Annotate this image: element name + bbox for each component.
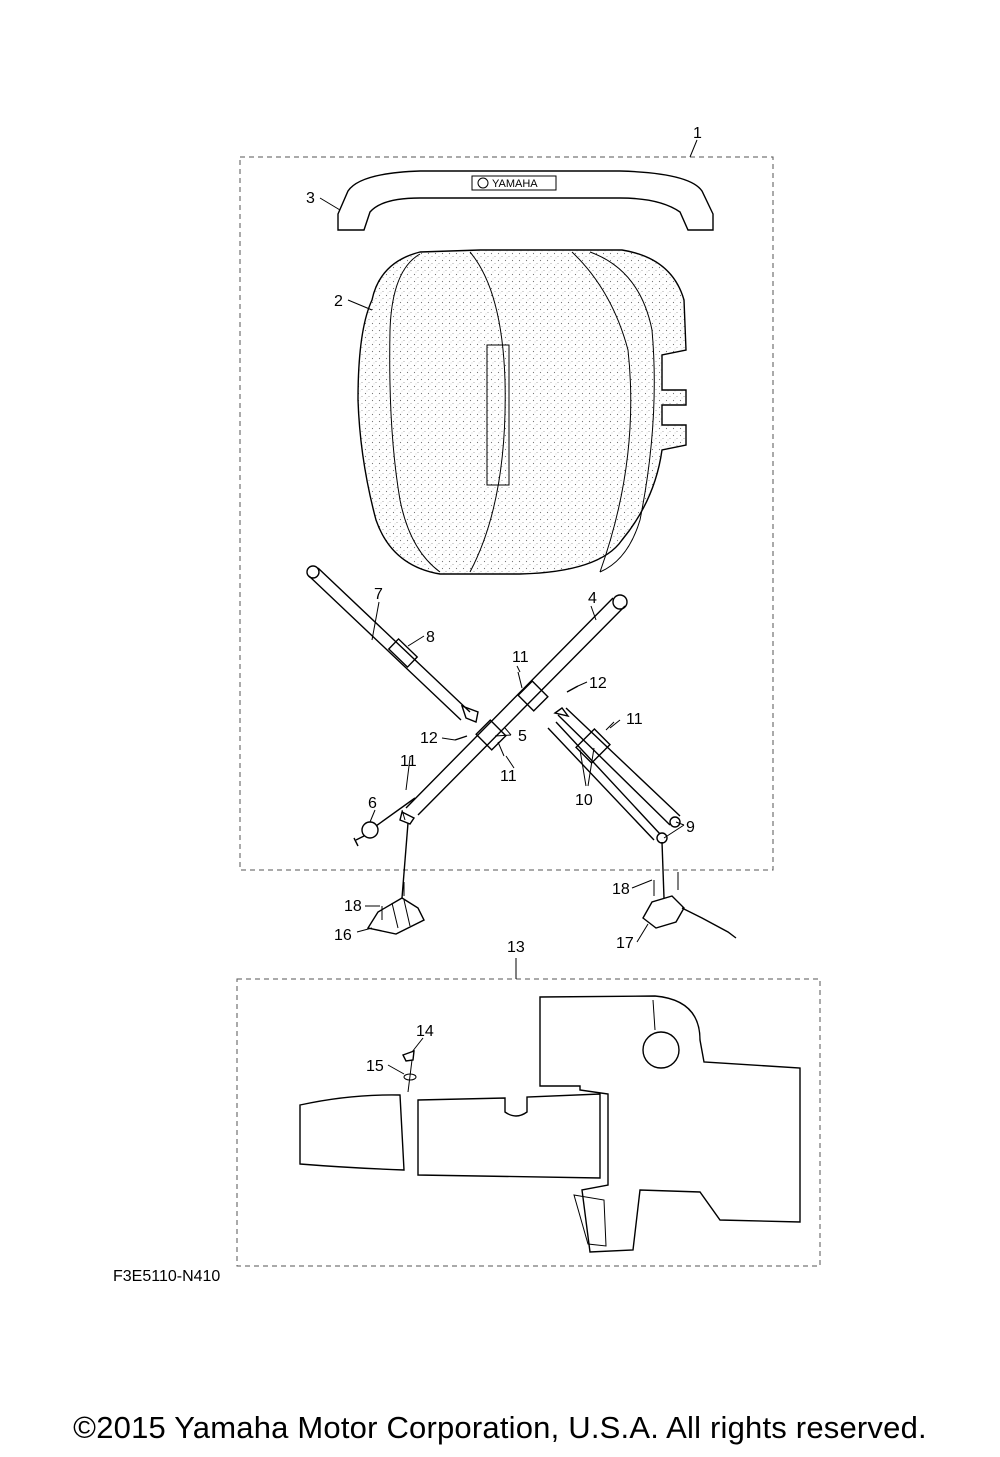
callout-1: 1 bbox=[693, 125, 702, 142]
callout-6: 6 bbox=[368, 795, 377, 812]
pole-band bbox=[387, 637, 419, 669]
callout-11-left: 11 bbox=[400, 753, 417, 770]
copyright-notice: ©2015 Yamaha Motor Corporation, U.S.A. A… bbox=[73, 1410, 927, 1445]
callout-18-left: 18 bbox=[344, 898, 362, 915]
drawing-code: F3E5110-N410 bbox=[113, 1268, 221, 1285]
screws bbox=[401, 671, 615, 821]
callout-13: 13 bbox=[507, 939, 525, 956]
callout-18-right: 18 bbox=[612, 881, 630, 898]
left-pole bbox=[306, 565, 479, 723]
callout-7: 7 bbox=[374, 586, 383, 603]
left-base-bracket bbox=[366, 822, 425, 935]
callout-4: 4 bbox=[588, 590, 597, 607]
pole-bracket-lower bbox=[475, 719, 507, 751]
callout-10: 10 bbox=[575, 792, 593, 809]
callout-11-top: 11 bbox=[512, 649, 529, 666]
right-base-bracket bbox=[642, 841, 737, 939]
right-support-poles bbox=[547, 707, 681, 844]
callout-5: 5 bbox=[518, 728, 527, 745]
callout-12-right: 12 bbox=[589, 675, 607, 692]
handle-logo: YAMAHA bbox=[492, 178, 538, 190]
support-clamp bbox=[575, 728, 611, 764]
callout-11-right: 11 bbox=[626, 711, 643, 728]
callout-8: 8 bbox=[426, 629, 435, 646]
callout-16: 16 bbox=[334, 927, 352, 944]
callout-14: 14 bbox=[416, 1023, 434, 1040]
callout-11-center: 11 bbox=[500, 768, 517, 785]
callout-12-left: 12 bbox=[420, 730, 438, 747]
callout-2: 2 bbox=[334, 293, 343, 310]
mat-group-box bbox=[236, 978, 821, 1267]
callout-9: 9 bbox=[686, 819, 695, 836]
callout-17: 17 bbox=[616, 935, 634, 952]
assembly-group-box bbox=[239, 156, 774, 871]
callout-labels: 1 3 2 7 4 8 11 12 11 12 5 11 11 10 6 9 1… bbox=[306, 125, 702, 1075]
seat-cushion bbox=[357, 249, 687, 575]
floor-mats bbox=[299, 995, 801, 1253]
pole-bracket-upper bbox=[517, 680, 549, 712]
callout-15: 15 bbox=[366, 1058, 384, 1075]
callout-3: 3 bbox=[306, 190, 315, 207]
leader-lines bbox=[319, 139, 698, 1075]
grab-handle: YAMAHA bbox=[337, 170, 714, 231]
